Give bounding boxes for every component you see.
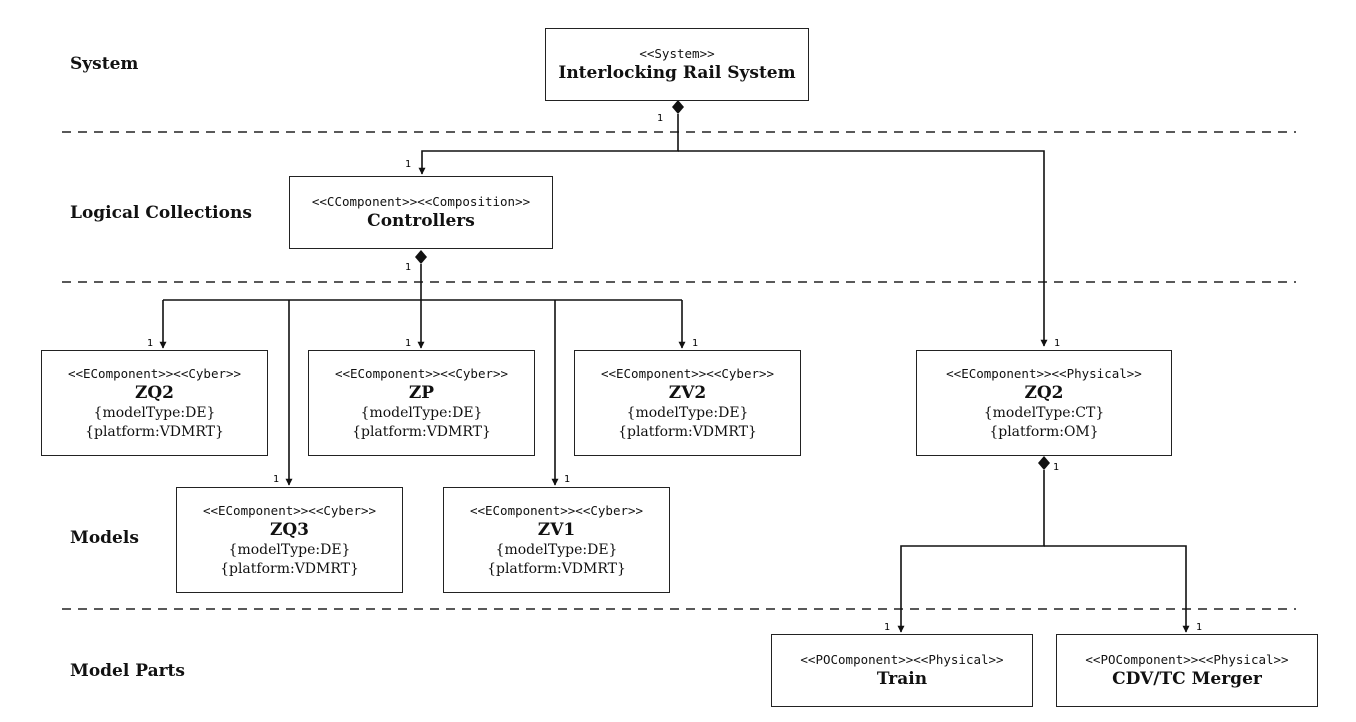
multiplicity-label: 1 <box>1054 338 1060 349</box>
node-zp[interactable]: <<EComponent>><<Cyber>> ZP {modelType:DE… <box>308 350 535 456</box>
node-property: {platform:VDMRT} <box>85 423 224 440</box>
zq2-physical-composition-diamond <box>1038 456 1050 470</box>
node-stereotype: <<POComponent>><<Physical>> <box>1085 652 1289 667</box>
multiplicity-label: 1 <box>1053 462 1059 473</box>
node-stereotype: <<EComponent>><<Cyber>> <box>600 365 775 381</box>
node-zv1[interactable]: <<EComponent>><<Cyber>> ZV1 {modelType:D… <box>443 487 670 593</box>
multiplicity-label: 1 <box>405 338 411 349</box>
node-stereotype: <<EComponent>><<Cyber>> <box>334 365 509 381</box>
layer-label-system: System <box>70 54 139 74</box>
node-name: ZV2 <box>668 382 707 403</box>
controllers-composition-diamond <box>415 250 427 264</box>
node-property: {platform:VDMRT} <box>352 423 491 440</box>
node-cdv-tc-merger[interactable]: <<POComponent>><<Physical>> CDV/TC Merge… <box>1056 634 1318 707</box>
node-property: {platform:VDMRT} <box>220 560 359 577</box>
layer-label-model-parts: Model Parts <box>70 661 185 681</box>
node-stereotype: <<EComponent>><<Cyber>> <box>202 502 377 518</box>
node-property: {modelType:DE} <box>360 404 483 421</box>
node-property: {modelType:DE} <box>626 404 749 421</box>
node-name: ZQ3 <box>269 519 310 540</box>
node-stereotype: <<EComponent>><<Cyber>> <box>67 365 242 381</box>
node-stereotype: <<CComponent>><<Composition>> <box>311 194 531 209</box>
node-name: CDV/TC Merger <box>1112 669 1262 689</box>
node-zq3[interactable]: <<EComponent>><<Cyber>> ZQ3 {modelType:D… <box>176 487 403 593</box>
node-zv2[interactable]: <<EComponent>><<Cyber>> ZV2 {modelType:D… <box>574 350 801 456</box>
multiplicity-label: 1 <box>564 474 570 485</box>
node-stereotype: <<POComponent>><<Physical>> <box>800 652 1004 667</box>
system-composition-diamond <box>672 100 684 114</box>
node-property: {platform:VDMRT} <box>618 423 757 440</box>
node-name: ZQ2 <box>134 382 175 403</box>
controllers-composition-connector <box>159 264 686 486</box>
layer-label-logical-collections: Logical Collections <box>70 203 252 223</box>
node-property: {modelType:CT} <box>983 404 1105 421</box>
multiplicity-label: 1 <box>405 159 411 170</box>
node-property: {platform:VDMRT} <box>487 560 626 577</box>
node-name: ZV1 <box>537 519 576 540</box>
multiplicity-label: 1 <box>692 338 698 349</box>
node-name: Controllers <box>367 211 475 231</box>
node-name: ZP <box>408 382 435 403</box>
node-train[interactable]: <<POComponent>><<Physical>> Train <box>771 634 1033 707</box>
node-stereotype: <<System>> <box>639 46 715 61</box>
node-property: {modelType:DE} <box>228 541 351 558</box>
multiplicity-label: 1 <box>405 262 411 273</box>
multiplicity-label: 1 <box>273 474 279 485</box>
node-zq2-cyber[interactable]: <<EComponent>><<Cyber>> ZQ2 {modelType:D… <box>41 350 268 456</box>
node-property: {modelType:DE} <box>93 404 216 421</box>
node-name: ZQ2 <box>1024 382 1064 403</box>
multiplicity-label: 1 <box>657 113 663 124</box>
node-controllers[interactable]: <<CComponent>><<Composition>> Controller… <box>289 176 553 249</box>
node-stereotype: <<EComponent>><<Physical>> <box>946 365 1142 381</box>
multiplicity-label: 1 <box>147 338 153 349</box>
node-property: {modelType:DE} <box>495 541 618 558</box>
node-interlocking-rail-system[interactable]: <<System>> Interlocking Rail System <box>545 28 809 101</box>
node-name: Interlocking Rail System <box>558 63 796 83</box>
multiplicity-label: 1 <box>1196 622 1202 633</box>
node-stereotype: <<EComponent>><<Cyber>> <box>469 502 644 518</box>
zq2-physical-composition-connector <box>897 470 1190 633</box>
node-property: {platform:OM} <box>989 423 1099 440</box>
node-zq2-physical[interactable]: <<EComponent>><<Physical>> ZQ2 {modelTyp… <box>916 350 1172 456</box>
layer-label-models: Models <box>70 528 139 548</box>
multiplicity-label: 1 <box>884 622 890 633</box>
node-name: Train <box>876 669 928 689</box>
system-composition-connector <box>418 114 1048 347</box>
